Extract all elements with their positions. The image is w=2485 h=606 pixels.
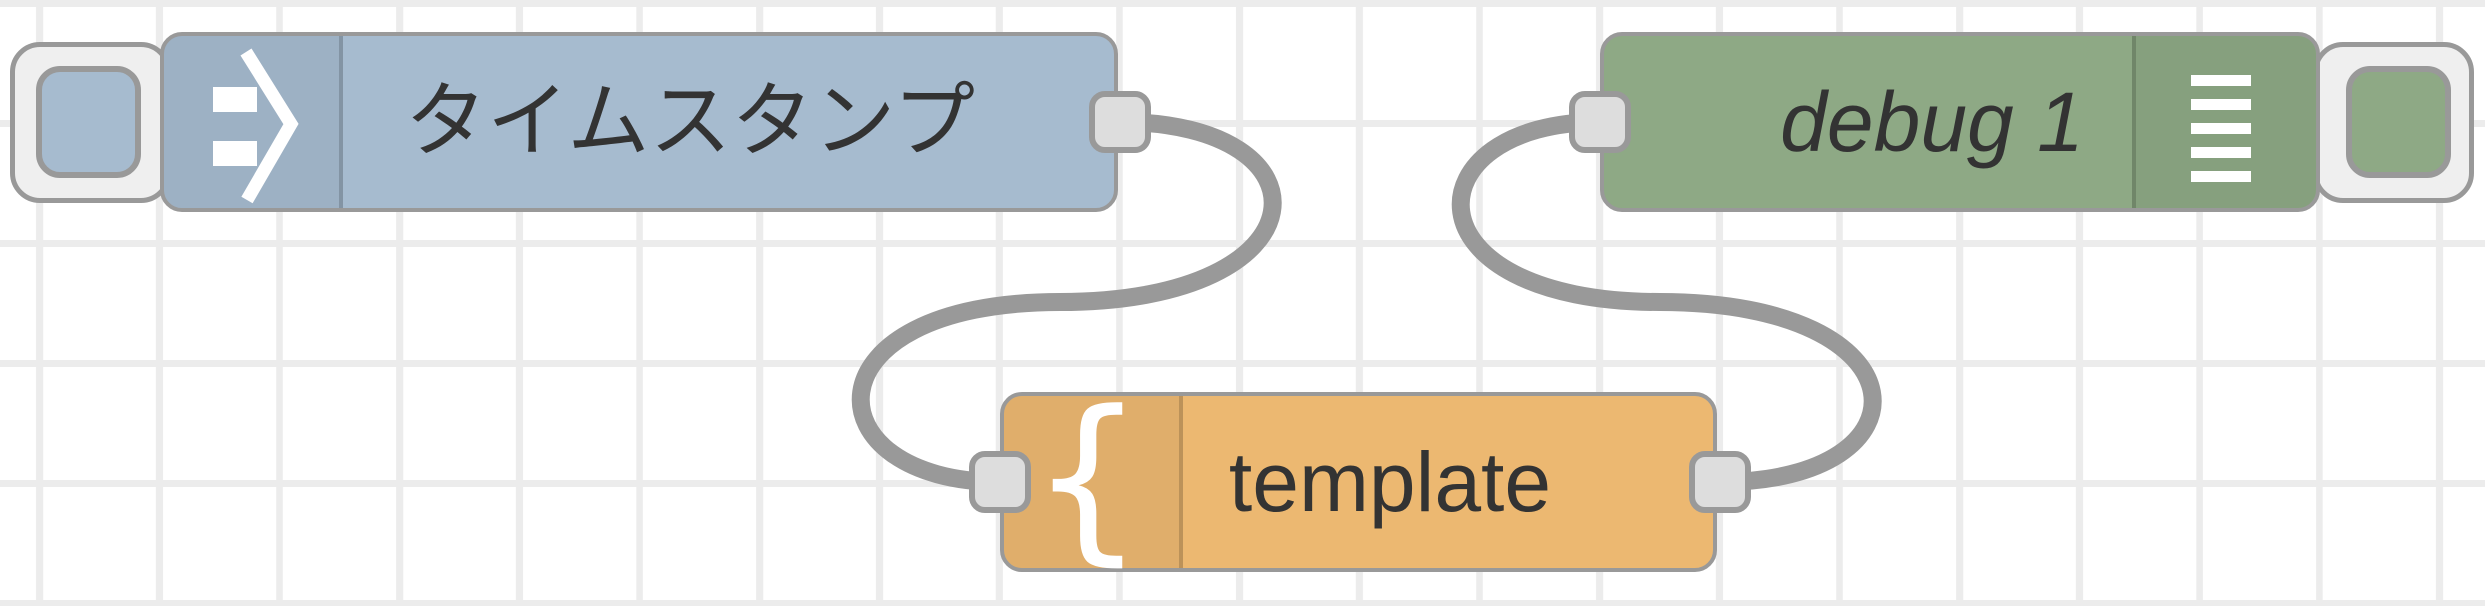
debug-icon-region: [2132, 36, 2316, 208]
template-output-port[interactable]: [1689, 451, 1751, 513]
inject-trigger-button[interactable]: [10, 42, 171, 203]
debug-list-icon: [2191, 75, 2251, 182]
debug-input-port[interactable]: [1569, 91, 1631, 153]
debug-toggle-button-inner: [2346, 66, 2451, 178]
template-icon-region: [1004, 396, 1183, 568]
inject-node-label: タイムスタンプ: [405, 76, 975, 167]
node-template[interactable]: [1000, 392, 1717, 572]
template-input-port[interactable]: [969, 451, 1031, 513]
debug-node-label: debug 1: [1780, 75, 2084, 169]
inject-output-port[interactable]: [1089, 91, 1151, 153]
curly-brace-icon: {: [1030, 373, 1145, 582]
wire-inject-to-template[interactable]: [851, 113, 1282, 491]
inject-trigger-button-inner: [36, 66, 141, 178]
inject-arrow-icon: [213, 48, 299, 204]
node-debug[interactable]: [1600, 32, 2320, 212]
wire-template-to-debug[interactable]: [1451, 113, 1882, 491]
template-node-label: template: [1228, 435, 1552, 529]
inject-icon-region: [164, 36, 343, 208]
